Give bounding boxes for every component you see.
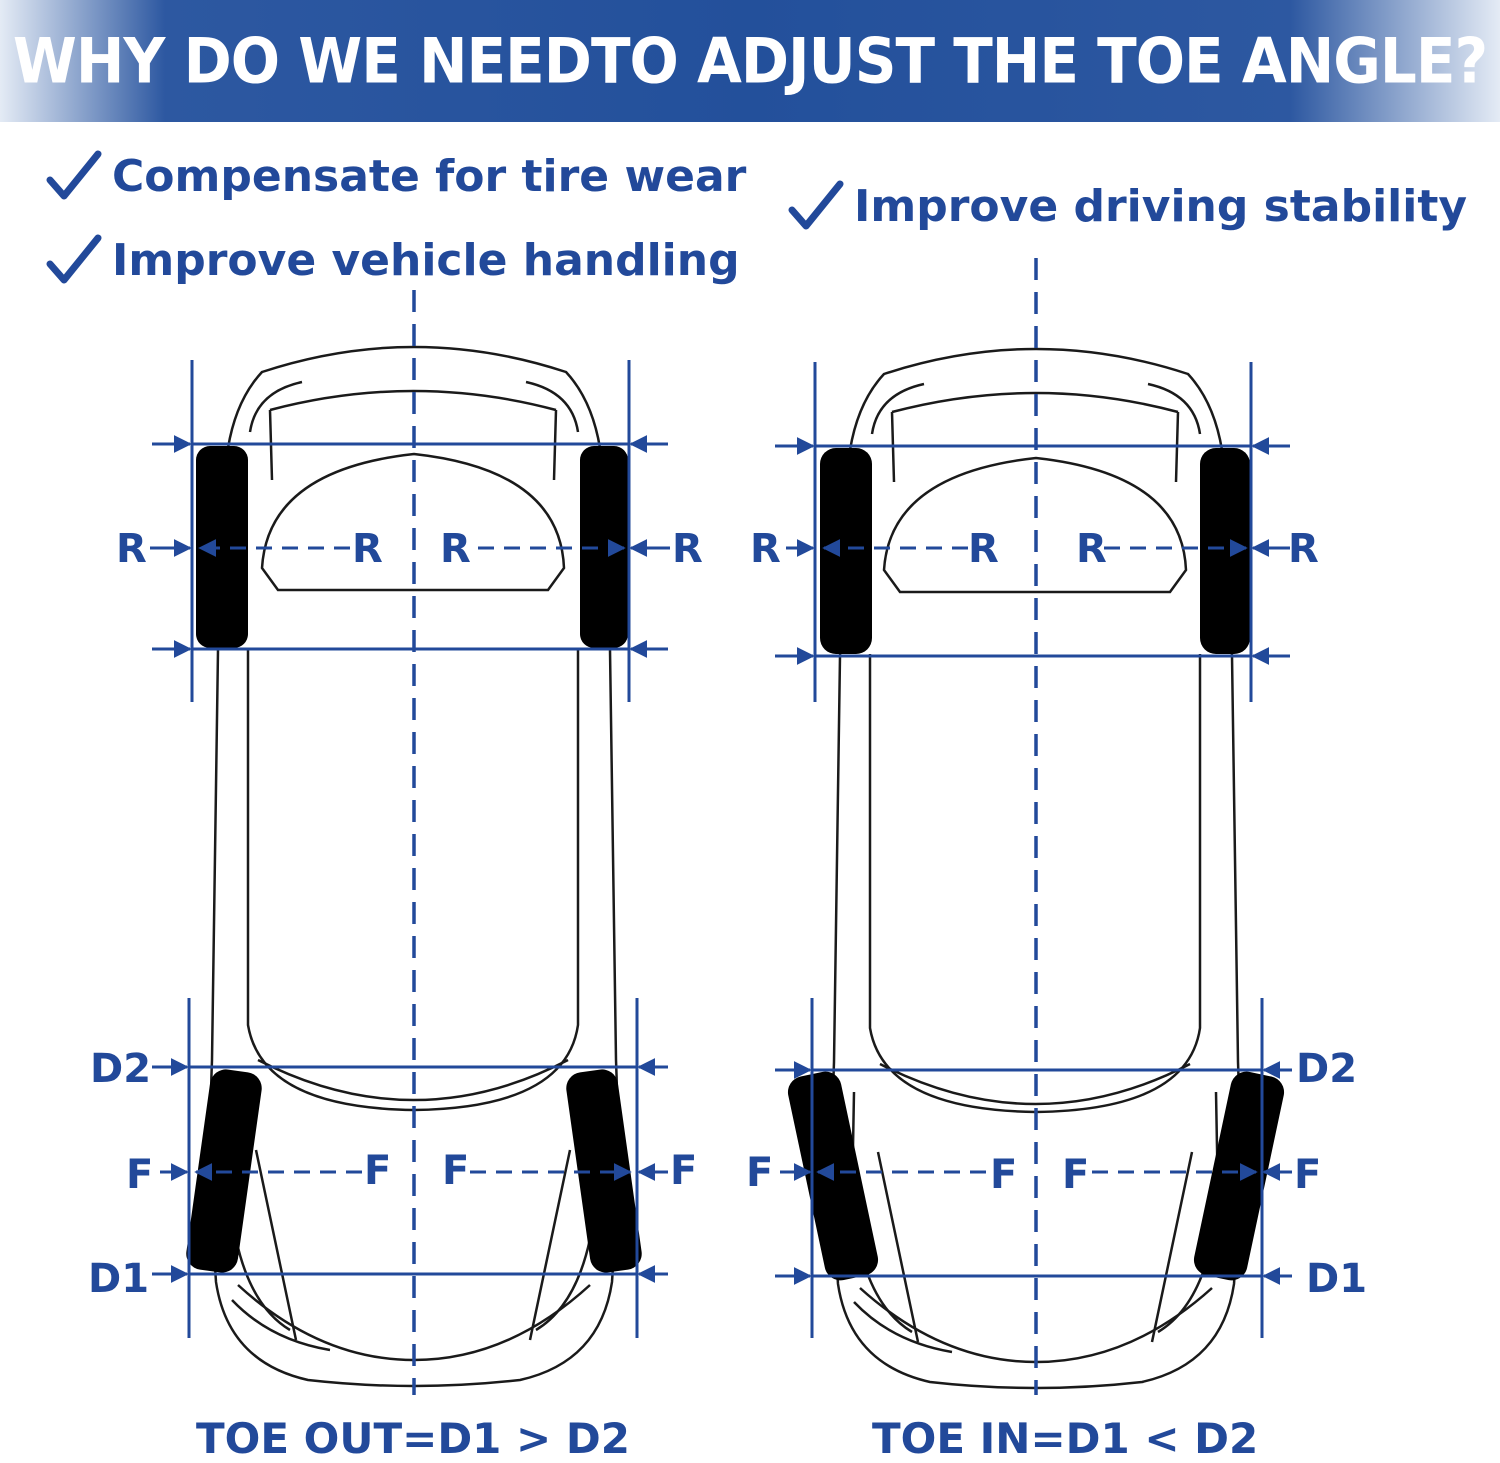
benefit-label: Compensate for tire wear (112, 150, 747, 202)
rear-label: R (352, 526, 383, 572)
d2-label: D2 (90, 1046, 151, 1092)
front-label: F (746, 1150, 773, 1196)
check-icon (46, 234, 102, 284)
rear-left-tire (196, 446, 248, 648)
front-right-tire (1193, 1071, 1285, 1281)
front-label: F (1294, 1152, 1321, 1198)
benefit-stability: Improve driving stability (788, 180, 1467, 232)
front-label: F (1062, 1152, 1089, 1198)
toe-out-tires (186, 446, 642, 1273)
spoiler (870, 382, 1202, 435)
rear-label: R (116, 526, 147, 572)
benefit-tire-wear: Compensate for tire wear (46, 150, 746, 202)
hood (850, 1091, 1220, 1343)
rear-label: R (440, 526, 471, 572)
check-icon (788, 180, 844, 230)
benefit-handling: Improve vehicle handling (46, 234, 740, 286)
rear-left-tire (820, 448, 872, 654)
hood (228, 1089, 598, 1341)
front-label: F (442, 1148, 469, 1194)
rear-label: R (968, 526, 999, 572)
rear-label: R (1076, 526, 1107, 572)
front-label: F (990, 1152, 1017, 1198)
toe-in-measure-lines (775, 258, 1292, 1395)
front-label: F (126, 1152, 153, 1198)
windshield (257, 1058, 569, 1102)
front-label: F (670, 1148, 697, 1194)
check-icon (46, 150, 102, 200)
rear-window (882, 456, 1188, 594)
windshield (879, 1062, 1191, 1106)
toe-out-labels: R R R R F F F F D2 D1 (88, 526, 703, 1302)
benefit-label: Improve vehicle handling (112, 234, 740, 286)
rear-label: R (750, 526, 781, 572)
d2-label: D2 (1296, 1046, 1357, 1092)
header-banner: WHY DO WE NEEDTO ADJUST THE TOE ANGLE? (0, 0, 1500, 122)
toe-out-caption: TOE OUT=D1 > D2 (196, 1414, 630, 1463)
page-title: WHY DO WE NEEDTO ADJUST THE TOE ANGLE? (12, 24, 1488, 98)
rear-label: R (672, 526, 703, 572)
rear-label: R (1288, 526, 1319, 572)
spoiler (248, 380, 580, 433)
front-left-tire (787, 1071, 879, 1281)
rear-right-tire (580, 446, 628, 648)
front-label: F (364, 1148, 391, 1194)
d1-label: D1 (1306, 1256, 1367, 1302)
benefit-label: Improve driving stability (854, 180, 1468, 232)
toe-in-labels: R R R R F F F F D2 D1 (746, 526, 1367, 1302)
toe-in-caption: TOE IN=D1 < D2 (872, 1414, 1259, 1463)
rear-right-tire (1200, 448, 1250, 654)
toe-out-measure-lines (150, 290, 670, 1395)
rear-window (260, 452, 566, 592)
d1-label: D1 (88, 1256, 149, 1302)
